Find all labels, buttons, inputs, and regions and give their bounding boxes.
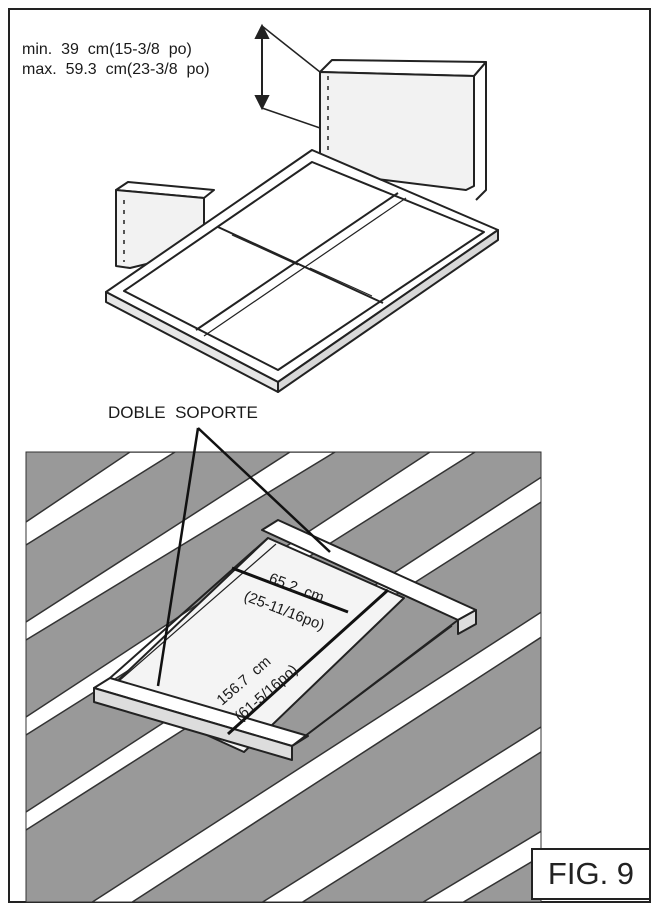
grid-cross-bar <box>217 226 384 304</box>
length-dimension-line <box>226 588 390 736</box>
panel-edge-1 <box>231 234 299 266</box>
joist-7 <box>421 830 541 902</box>
ceiling-grid-assembly <box>105 59 499 393</box>
joist-5 <box>91 611 541 902</box>
width-dimension-line <box>231 566 349 614</box>
dimension-arrow-down <box>254 95 270 111</box>
joist-field-border <box>25 451 542 903</box>
dimension-leader-bottom <box>261 107 321 129</box>
grid-center-bar-inner <box>203 197 407 337</box>
dimension-max: max. 59.3 cm(23-3/8 po) <box>22 61 210 78</box>
opening-right-inner <box>299 625 453 741</box>
leader-to-top-header <box>197 427 331 553</box>
joist-1 <box>26 452 177 546</box>
panel-edge-2 <box>309 267 373 297</box>
dimension-arrow-up <box>254 23 270 39</box>
grid-frame-right-edge <box>277 229 499 393</box>
opening-left-edge <box>109 537 269 679</box>
ceiling-opening <box>93 519 477 761</box>
dimension-leader-top <box>261 25 321 73</box>
opening-left-inner <box>119 543 277 681</box>
joist-6 <box>261 726 541 902</box>
height-dimension <box>254 23 321 129</box>
double-support-label: DOBLE SOPORTE <box>108 403 258 422</box>
double-support-leaders <box>156 427 331 687</box>
double-header-bottom-front <box>93 687 293 761</box>
figure-label: FIG. 9 <box>531 848 651 900</box>
rear-bracket-side <box>473 61 487 201</box>
leader-to-bottom-header <box>156 427 200 687</box>
opening-dimensions <box>226 566 390 736</box>
double-header-top-end <box>457 609 477 635</box>
grid-center-bar <box>195 192 399 331</box>
dimension-min: min. 39 cm(15-3/8 po) <box>22 41 192 58</box>
